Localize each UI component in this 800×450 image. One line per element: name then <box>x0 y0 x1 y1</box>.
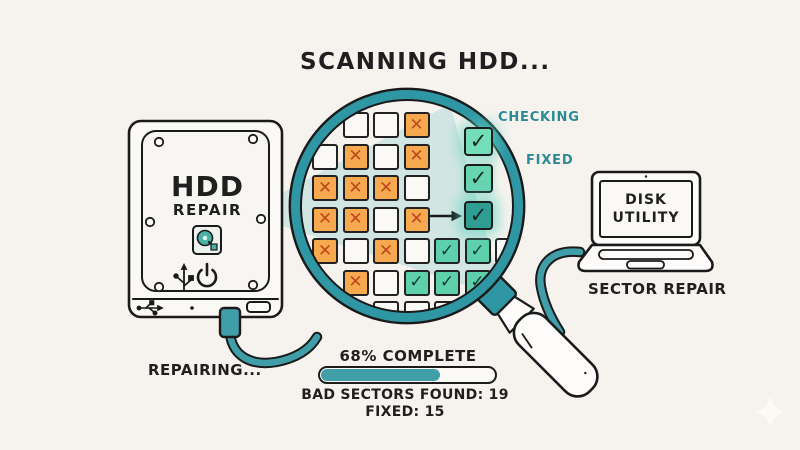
sector-grid: ✕✕✕✕✕✕✕✕✕✕✕✓✓✕✓✓✓ <box>300 99 514 313</box>
magnifier-rim <box>288 87 526 325</box>
fixed-check-icon: ✓ <box>409 272 424 292</box>
usb-port-icon <box>136 300 164 316</box>
sector-cell-empty <box>373 206 399 233</box>
repairing-status: REPAIRING... <box>148 361 262 379</box>
fixed-check-icon: ✓ <box>439 240 455 261</box>
page-title: SCANNING HDD... <box>300 49 551 75</box>
bad-sectors-count: BAD SECTORS FOUND: 19 <box>301 387 509 403</box>
hdd-drawing <box>127 119 284 319</box>
fixed-count: FIXED: 15 <box>365 404 445 420</box>
sector-cell-bad: ✕ <box>342 206 369 233</box>
sector-cell-fixed: ✓ <box>434 238 460 264</box>
sector-cell-bad: ✕ <box>312 175 338 201</box>
sector-cell-fixed: ✓ <box>464 238 491 264</box>
sector-cell-bad: ✕ <box>403 143 430 170</box>
bad-sector-x-icon: ✕ <box>317 209 333 229</box>
bad-sector-x-icon: ✕ <box>317 240 333 261</box>
sector-cell-fixed: ✓ <box>403 269 430 296</box>
sector-cell-empty <box>403 238 430 264</box>
sector-cell-fixed: ✓ <box>434 269 460 296</box>
pin-hole <box>190 306 194 310</box>
bad-sector-x-icon: ✕ <box>378 177 394 198</box>
progress-percent-label: 68% COMPLETE <box>339 347 477 365</box>
progress-bar-fill <box>321 369 440 381</box>
bad-sector-x-icon: ✕ <box>348 272 363 292</box>
sector-cell-bad: ✕ <box>342 175 369 201</box>
sector-cell-bad: ✕ <box>373 175 399 201</box>
sector-cell-empty <box>373 269 399 296</box>
bad-sector-x-icon: ✕ <box>348 146 363 166</box>
hdd-label: HDD <box>171 170 244 203</box>
fixed-check-icon: ✓ <box>470 240 485 261</box>
bad-sector-x-icon: ✕ <box>409 209 424 229</box>
magnifier-handle <box>475 274 599 398</box>
bad-sector-x-icon: ✕ <box>409 114 424 135</box>
sector-cell-bad: ✕ <box>342 269 369 296</box>
sector-cell-bad: ✕ <box>312 206 338 233</box>
laptop-cable <box>535 246 586 338</box>
sector-cell-empty <box>373 112 399 138</box>
sparkle-decoration <box>755 396 785 428</box>
usb-icon <box>173 262 194 292</box>
repair-arrow-icon <box>429 210 463 222</box>
sector-repair-caption: SECTOR REPAIR <box>588 280 727 298</box>
progress-bar <box>318 366 497 384</box>
disk-platter-icon <box>192 225 222 255</box>
bad-sector-x-icon: ✕ <box>317 177 333 198</box>
laptop-screen-line2: UTILITY <box>612 210 680 226</box>
sector-cell-bad: ✕ <box>403 206 430 233</box>
hdd-cable <box>218 306 323 369</box>
bad-sector-x-icon: ✕ <box>348 177 363 198</box>
sector-cell-empty <box>342 238 369 264</box>
bad-sector-x-icon: ✕ <box>348 209 363 229</box>
sector-cell-empty <box>403 175 430 201</box>
sector-cell-bad: ✕ <box>403 112 430 138</box>
fixed-check-icon: ✓ <box>439 272 455 292</box>
sector-cell-bad: ✕ <box>342 143 369 170</box>
sector-cell-bad: ✕ <box>373 238 399 264</box>
fixed-label: FIXED <box>526 153 574 168</box>
drive-port <box>246 301 271 313</box>
sector-cell-empty <box>373 143 399 170</box>
bad-sector-x-icon: ✕ <box>378 240 394 261</box>
laptop-screen-line1: DISK <box>625 192 667 208</box>
laptop-drawing <box>577 170 714 273</box>
checking-label: CHECKING <box>498 110 580 125</box>
bad-sector-x-icon: ✕ <box>409 146 424 166</box>
hdd-sublabel: REPAIR <box>172 201 243 219</box>
power-icon <box>196 262 218 288</box>
